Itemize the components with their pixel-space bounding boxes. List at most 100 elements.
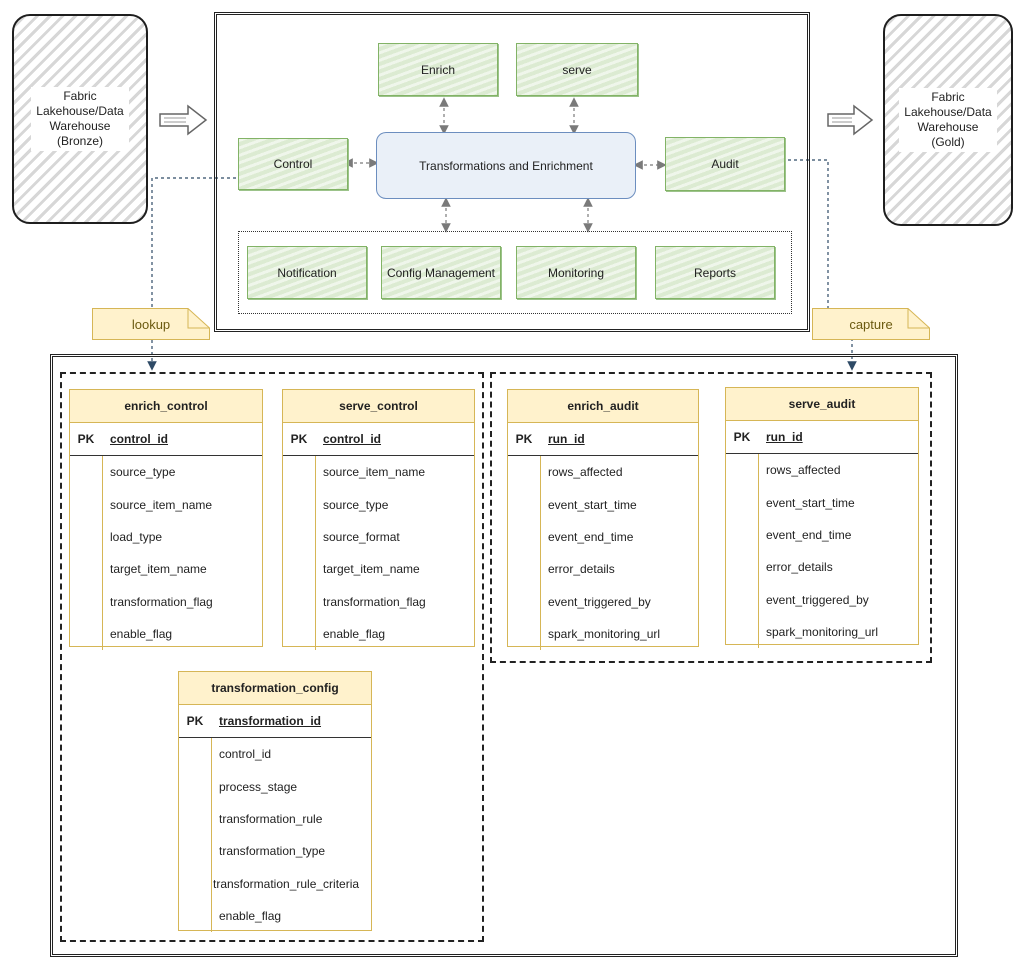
table-title: serve_control [283,390,474,423]
table-title: transformation_config [179,672,371,705]
pk-label: PK [733,430,751,444]
monitoring-label: Monitoring [547,265,605,280]
capture-note-shape [812,308,930,340]
lookup-note: lookup [92,308,210,340]
table-field: transformation_rule_criteria [213,876,360,891]
pk-field: control_id [323,432,382,446]
lookup-note-label: lookup [131,316,171,332]
pk-field: run_id [548,432,585,446]
transformations-component: Transformations and Enrichment [376,132,636,199]
pk-label: PK [186,714,204,728]
table-field: transformation_rule [219,811,323,826]
gold-line-1: Fabric [931,90,965,104]
table-serve-control: serve_control PK control_id source_item_… [282,389,475,651]
table-title: enrich_control [70,390,262,423]
table-field: transformation_flag [110,594,213,609]
table-field: enable_flag [323,627,386,642]
table-field: source_type [110,465,176,480]
table-field: spark_monitoring_url [548,627,661,642]
pk-label: PK [290,432,308,446]
capture-note: capture [812,308,930,340]
table-field: rows_affected [548,465,623,480]
lakehouse-bronze-label: Fabric Lakehouse/Data Warehouse (Bronze) [31,87,129,151]
pk-field: transformation_id [219,714,322,728]
config-management-label: Config Management [386,265,496,280]
table-field: event_triggered_by [766,592,869,607]
table-field: rows_affected [766,463,841,478]
table-gutter [540,456,541,651]
table-pk-row: PK transformation_id [179,705,371,738]
enrich-component: Enrich [378,43,498,96]
bronze-line-4: (Bronze) [56,134,103,148]
table-field: event_end_time [766,527,852,542]
table-gutter [315,456,316,651]
capture-note-label: capture [849,316,893,332]
table-field: load_type [110,529,163,544]
table-pk-row: PK run_id [726,421,918,454]
table-field: enable_flag [219,909,282,924]
bronze-line-2: Lakehouse/Data [36,104,124,118]
table-pk-row: PK control_id [70,423,262,456]
serve-component: serve [516,43,638,96]
serve-label: serve [562,62,592,77]
data-model-frame [50,354,958,957]
table-field: transformation_type [219,844,326,859]
reports-label: Reports [693,265,737,280]
framework-frame [214,12,810,332]
table-title: serve_audit [726,388,918,421]
lakehouse-gold-label: Fabric Lakehouse/Data Warehouse (Gold) [899,88,997,152]
utilities-group [238,231,792,314]
bronze-line-1: Fabric [63,89,97,103]
gold-line-4: (Gold) [931,135,965,149]
table-gutter [758,454,759,649]
table-field: event_triggered_by [548,594,651,609]
table-serve-audit: serve_audit PK run_id rows_affected even… [725,387,919,649]
lookup-note-shape [92,308,210,340]
table-field: target_item_name [110,562,207,577]
table-field: event_end_time [548,529,634,544]
lakehouse-gold: Fabric Lakehouse/Data Warehouse (Gold) [883,14,1013,226]
table-title: enrich_audit [508,390,698,423]
table-fields: rows_affected event_start_time event_end… [726,454,918,649]
audit-tables-group [490,372,932,663]
table-field: error_details [548,562,615,577]
pk-label: PK [77,432,95,446]
table-pk-row: PK control_id [283,423,474,456]
table-field: control_id [219,747,272,762]
table-field: event_start_time [766,495,855,510]
control-tables-group [60,372,484,942]
pk-field: run_id [766,430,803,444]
table-fields: rows_affected event_start_time event_end… [508,456,698,651]
pk-label: PK [515,432,533,446]
audit-component: Audit [665,137,785,191]
gold-line-2: Lakehouse/Data [904,105,992,119]
table-gutter [102,456,103,651]
bronze-line-3: Warehouse [49,119,111,133]
table-enrich-control: enrich_control PK control_id source_type… [69,389,263,651]
table-pk-row: PK run_id [508,423,698,456]
table-fields: source_item_name source_type source_form… [283,456,474,651]
table-enrich-audit: enrich_audit PK run_id rows_affected eve… [507,389,699,651]
table-field: event_start_time [548,497,637,512]
table-field: enable_flag [110,627,173,642]
transformations-label: Transformations and Enrichment [419,158,593,173]
notification-component: Notification [247,246,367,299]
control-label: Control [273,157,313,171]
table-field: source_item_name [323,465,426,480]
notification-label: Notification [277,265,337,280]
pk-field: control_id [110,432,169,446]
enrich-label: Enrich [420,62,455,77]
table-fields: source_type source_item_name load_type t… [70,456,262,651]
table-field: transformation_flag [323,594,426,609]
flow-arrow-bronze [159,104,208,136]
lakehouse-bronze: Fabric Lakehouse/Data Warehouse (Bronze) [12,14,148,224]
table-fields: control_id process_stage transformation_… [179,738,371,933]
reports-component: Reports [655,246,775,299]
table-field: process_stage [219,779,298,794]
table-field: spark_monitoring_url [766,625,879,640]
table-field: error_details [766,560,833,575]
flow-arrow-gold [827,104,874,136]
control-component: Control [238,138,348,190]
config-management-component: Config Management [381,246,501,299]
table-field: source_type [323,497,389,512]
